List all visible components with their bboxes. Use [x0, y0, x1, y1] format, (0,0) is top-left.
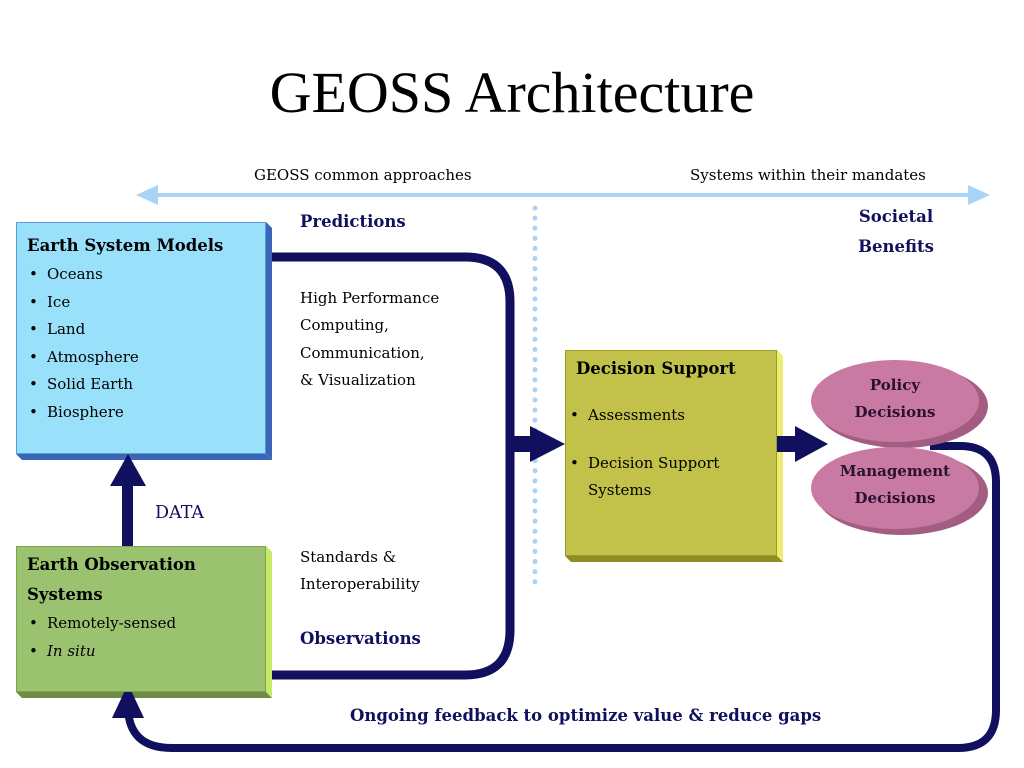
observations-label: Observations [300, 629, 421, 648]
list-item: Assessments [570, 402, 776, 430]
list-item: Biosphere [29, 399, 265, 427]
list-item-continuation: Systems [588, 481, 652, 499]
to-decisions-arrow [777, 426, 828, 462]
earth-observation-title: Earth Observation Systems [27, 550, 265, 610]
management-line-2: Decisions [854, 489, 936, 507]
earth-observation-list: Remotely-sensed In situ [17, 610, 265, 665]
list-item: Decision Support [570, 450, 776, 478]
decision-support-box: Decision Support Assessments Decision Su… [565, 350, 777, 556]
policy-line-2: Decisions [854, 403, 936, 421]
data-up-arrow [110, 454, 146, 546]
list-item: Solid Earth [29, 371, 265, 399]
list-item: Ice [29, 289, 265, 317]
list-item: In situ [29, 638, 265, 666]
systems-mandates-label: Systems within their mandates [690, 166, 926, 184]
management-line-1: Management [839, 462, 951, 480]
earth-observation-box: Earth Observation Systems Remotely-sense… [16, 546, 266, 692]
data-label: DATA [155, 503, 205, 523]
feedback-loop [124, 442, 1000, 752]
list-item: Oceans [29, 261, 265, 289]
standards-line: Standards & [300, 548, 397, 566]
feedback-arrowhead [112, 684, 144, 718]
hpc-line: High Performance [300, 289, 440, 307]
list-item: Atmosphere [29, 344, 265, 372]
policy-line-1: Policy [869, 376, 921, 394]
policy-ellipse [811, 360, 988, 448]
list-item: Land [29, 316, 265, 344]
hpc-line: Communication, [300, 343, 425, 362]
page-title: GEOSS Architecture [269, 60, 755, 125]
standards-line: Interoperability [300, 575, 420, 594]
management-decisions-label: Management Decisions [830, 458, 960, 512]
earth-system-models-box: Earth System Models Oceans Ice Land Atmo… [16, 222, 266, 454]
common-approaches-label: GEOSS common approaches [254, 166, 472, 184]
box-3d-edges [16, 222, 783, 698]
earth-system-models-title: Earth System Models [27, 236, 224, 255]
standards-text: Standards & Interoperability [300, 544, 420, 599]
hpc-text: High Performance Computing, Communicatio… [300, 285, 439, 394]
policy-decisions-label: Policy Decisions [830, 372, 960, 426]
earth-observation-title-line-2: Systems [27, 585, 103, 604]
predictions-label: Predictions [300, 212, 406, 231]
feedback-label: Ongoing feedback to optimize value & red… [350, 706, 822, 725]
societal-benefits-line-1: Societal [858, 207, 934, 226]
hpc-line: & Visualization [300, 370, 416, 389]
list-item: Remotely-sensed [29, 610, 265, 638]
to-decision-arrow [512, 426, 565, 462]
societal-benefits-label: Societal Benefits [858, 202, 934, 262]
management-ellipse [811, 447, 988, 535]
earth-observation-title-line-1: Earth Observation [27, 555, 196, 574]
societal-benefits-line-2: Benefits [858, 237, 934, 256]
earth-system-models-list: Oceans Ice Land Atmosphere Solid Earth B… [17, 261, 265, 426]
predictions-observations-connector [272, 252, 515, 680]
decision-support-list: Assessments Decision Support Systems [566, 402, 776, 505]
hpc-line: Computing, [300, 316, 389, 335]
decision-support-title: Decision Support [576, 359, 736, 378]
scope-double-arrow [136, 185, 990, 205]
